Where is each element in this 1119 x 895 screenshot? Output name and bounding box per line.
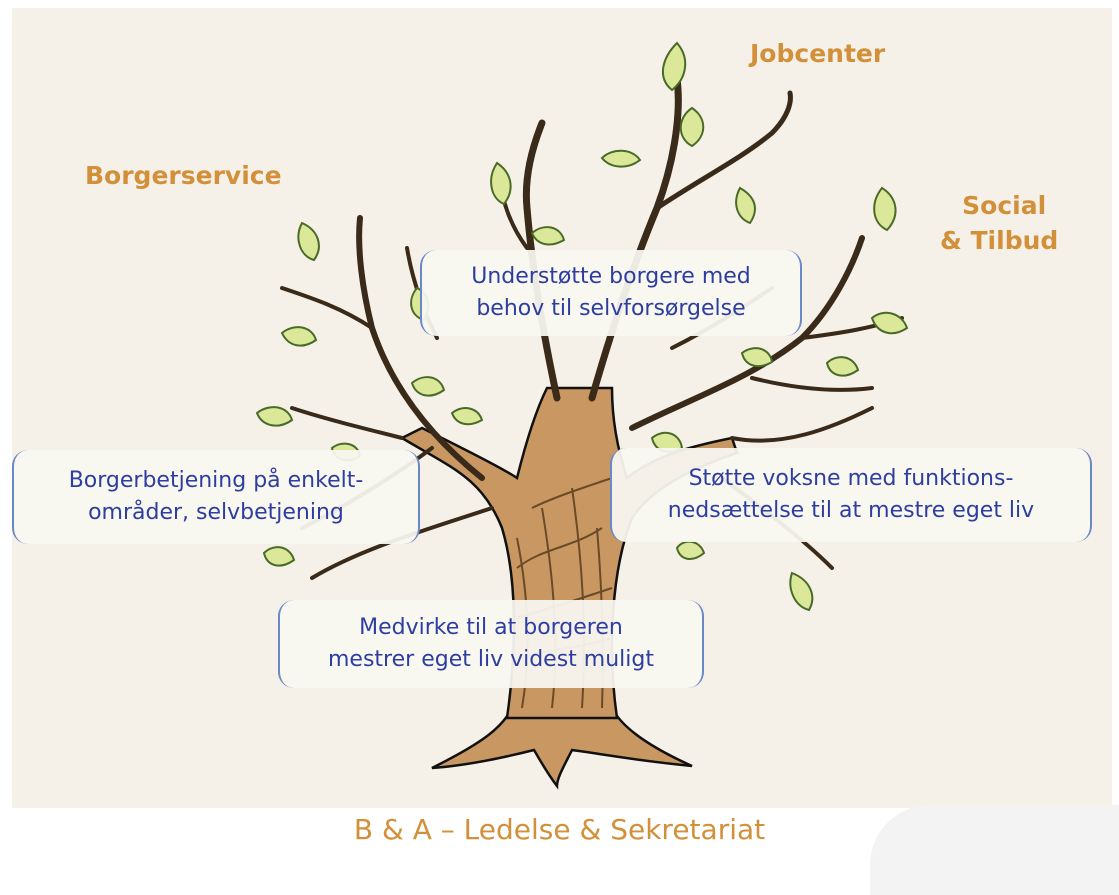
goal-box-borgerbetjening-line2: områder, selvbetjening bbox=[88, 500, 344, 525]
tree-roots bbox=[431, 706, 693, 790]
department-label-social-line1: Social bbox=[962, 191, 1047, 220]
goal-box-stoette-voksne-line2: nedsættelse til at mestre eget liv bbox=[667, 498, 1035, 523]
goal-box-selvforsoergelse-line1: Understøtte borgere med bbox=[471, 264, 751, 290]
goal-box-borgerbetjening: Borgerbetjening på enkelt- områder, selv… bbox=[12, 450, 420, 544]
goal-box-selvforsoergelse-line2: behov til selvforsørgelse bbox=[476, 296, 746, 321]
tree-illustration bbox=[255, 41, 909, 790]
goal-box-selvforsoergelse: Understøtte borgere med behov til selvfo… bbox=[420, 250, 802, 336]
diagram-canvas: Jobcenter Borgerservice Social & Tilbud … bbox=[12, 8, 1112, 808]
goal-box-medvirke: Medvirke til at borgeren mestrer eget li… bbox=[278, 600, 704, 688]
goal-box-medvirke-line1: Medvirke til at borgeren bbox=[359, 615, 623, 641]
goal-box-stoette-voksne: Støtte voksne med funktions- nedsættelse… bbox=[610, 448, 1092, 542]
department-label-social-tilbud: Social & Tilbud bbox=[940, 188, 1058, 258]
department-label-jobcenter: Jobcenter bbox=[750, 39, 886, 68]
goal-box-stoette-voksne-line1: Støtte voksne med funktions- bbox=[688, 466, 1014, 492]
footer-title: B & A – Ledelse & Sekretariat bbox=[353, 813, 766, 846]
department-label-social-line2: & Tilbud bbox=[940, 226, 1059, 255]
goal-box-medvirke-line2: mestrer eget liv videst muligt bbox=[328, 647, 654, 672]
department-label-borgerservice: Borgerservice bbox=[85, 161, 282, 190]
goal-box-borgerbetjening-line1: Borgerbetjening på enkelt- bbox=[68, 468, 364, 494]
